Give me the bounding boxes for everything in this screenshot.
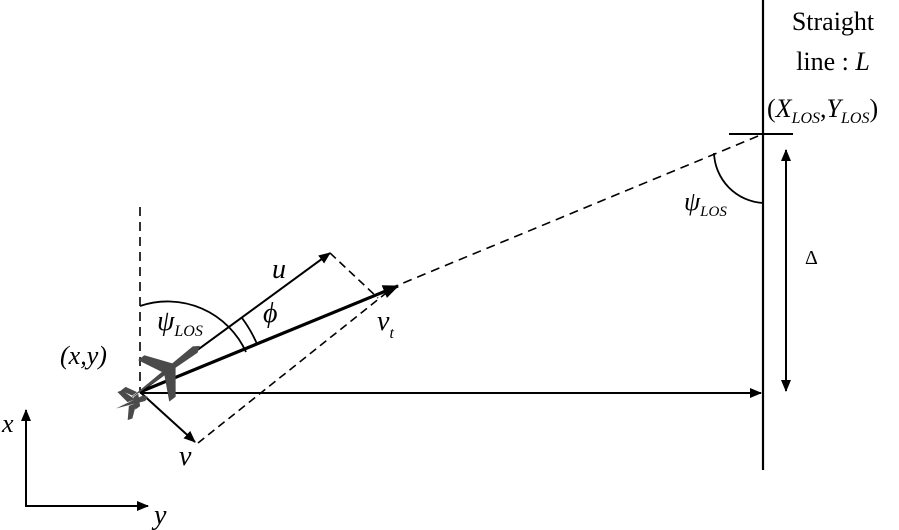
delta-label: Δ	[805, 247, 818, 269]
aircraft-origin-icon	[115, 390, 148, 421]
u-to-vt-dashed	[329, 252, 379, 299]
psi-los-arc-lospoint	[713, 152, 764, 204]
straight-line-label-1: Straight	[792, 7, 875, 36]
v-to-vt-dashed	[197, 289, 391, 444]
psi-los-label-left: ψLOS	[157, 306, 203, 340]
vt-vector	[139, 284, 400, 394]
xy-label: (x,y)	[60, 341, 107, 370]
v-label: v	[179, 441, 192, 472]
vt-label: vt	[377, 306, 394, 342]
psi-los-label-right: ψLOS	[684, 187, 727, 220]
straight-line-label-2: line : L	[796, 47, 870, 76]
psi-los-arc-vehicle	[139, 300, 247, 353]
axis-y-label: y	[151, 500, 167, 530]
u-label: u	[272, 254, 286, 285]
v-vector	[139, 391, 196, 443]
axis-x-label: x	[1, 409, 14, 438]
phi-arc	[241, 317, 258, 345]
phi-label: ϕ	[263, 298, 278, 329]
los-point-label: (XLOS,YLOS)	[767, 94, 878, 127]
